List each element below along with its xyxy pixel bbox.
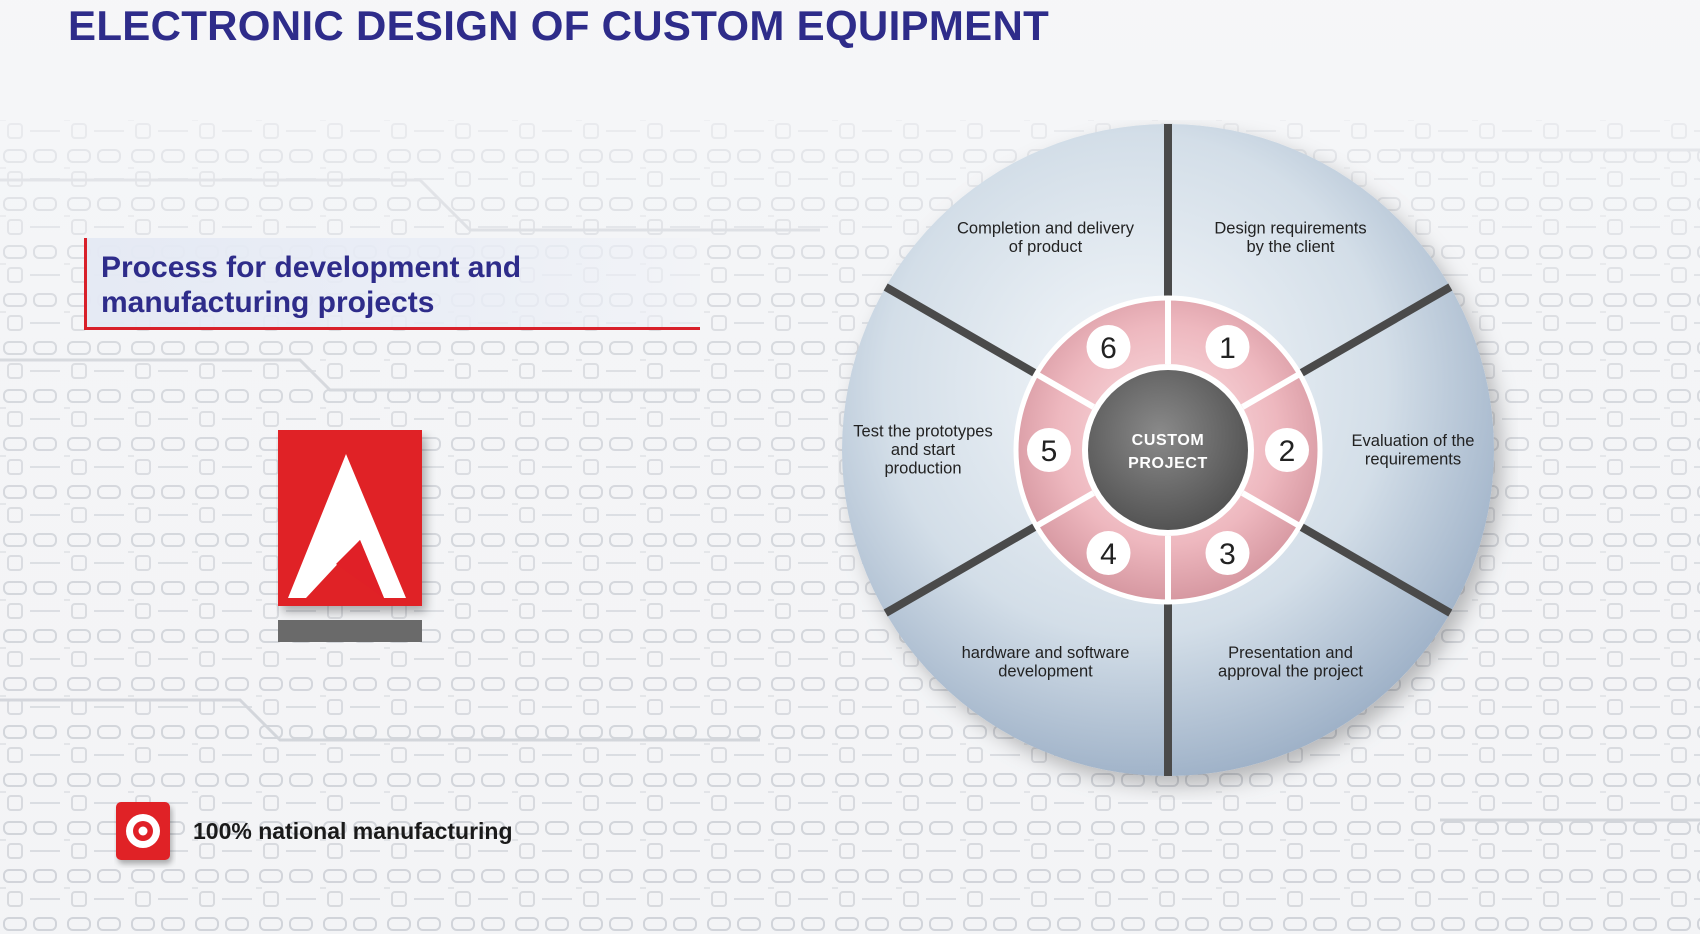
inner-dividers (1034, 298, 1302, 602)
step-number-circle (1086, 324, 1131, 369)
step-number-circle (1265, 428, 1309, 472)
step-number: 6 (1100, 332, 1117, 365)
target-icon (116, 802, 170, 860)
triangle-a-logo (278, 430, 422, 642)
step-label-line: approval the project (1218, 662, 1363, 680)
outer-divider (883, 522, 1039, 617)
page-title: ELECTRONIC DESIGN OF CUSTOM EQUIPMENT (68, 2, 1050, 49)
step-number: 4 (1100, 538, 1117, 571)
center-label-line-1: CUSTOM (1132, 432, 1205, 449)
step-number-circle (1205, 324, 1250, 369)
step-label-line: development (998, 662, 1093, 680)
step-number: 1 (1219, 332, 1236, 365)
step-label-line: Design requirements (1214, 220, 1366, 238)
subtitle-line-2: manufacturing projects (101, 286, 435, 319)
outer-divider (1297, 522, 1453, 617)
subtitle-line-1: Process for development and (101, 251, 522, 284)
inner-divider (1240, 490, 1302, 529)
subtitle: Process for development and manufacturin… (101, 250, 621, 320)
step-label-line: production (884, 460, 961, 478)
step-label-line: requirements (1365, 450, 1461, 468)
step-label-line: Presentation and (1228, 644, 1353, 662)
center-disk: CUSTOM PROJECT (1082, 364, 1254, 536)
step-label-line: and start (891, 441, 956, 459)
center-label-line-2: PROJECT (1128, 455, 1208, 472)
outer-divider (1297, 283, 1453, 378)
step-number-circle (1027, 428, 1071, 472)
step-label-line: Evaluation of the (1352, 432, 1475, 450)
outer-dividers (883, 124, 1453, 776)
step-label-line: by the client (1246, 238, 1334, 256)
subtitle-box: Process for development and manufacturin… (84, 238, 700, 330)
outer-divider (883, 283, 1039, 378)
badge-text: 100% national manufacturing (193, 818, 513, 844)
inner-divider (1034, 490, 1096, 529)
step-label-line: Test the prototypes (853, 423, 992, 441)
step-number: 5 (1041, 435, 1058, 468)
step-label-line: of product (1009, 238, 1083, 256)
step-number-circle (1086, 531, 1131, 576)
step-number: 2 (1279, 435, 1296, 468)
step-label-line: Completion and delivery (957, 220, 1135, 238)
inner-divider (1240, 371, 1302, 410)
step-number-circle (1205, 531, 1250, 576)
inner-divider (1034, 371, 1096, 410)
step-number: 3 (1219, 538, 1236, 571)
step-label-line: hardware and software (962, 644, 1130, 662)
